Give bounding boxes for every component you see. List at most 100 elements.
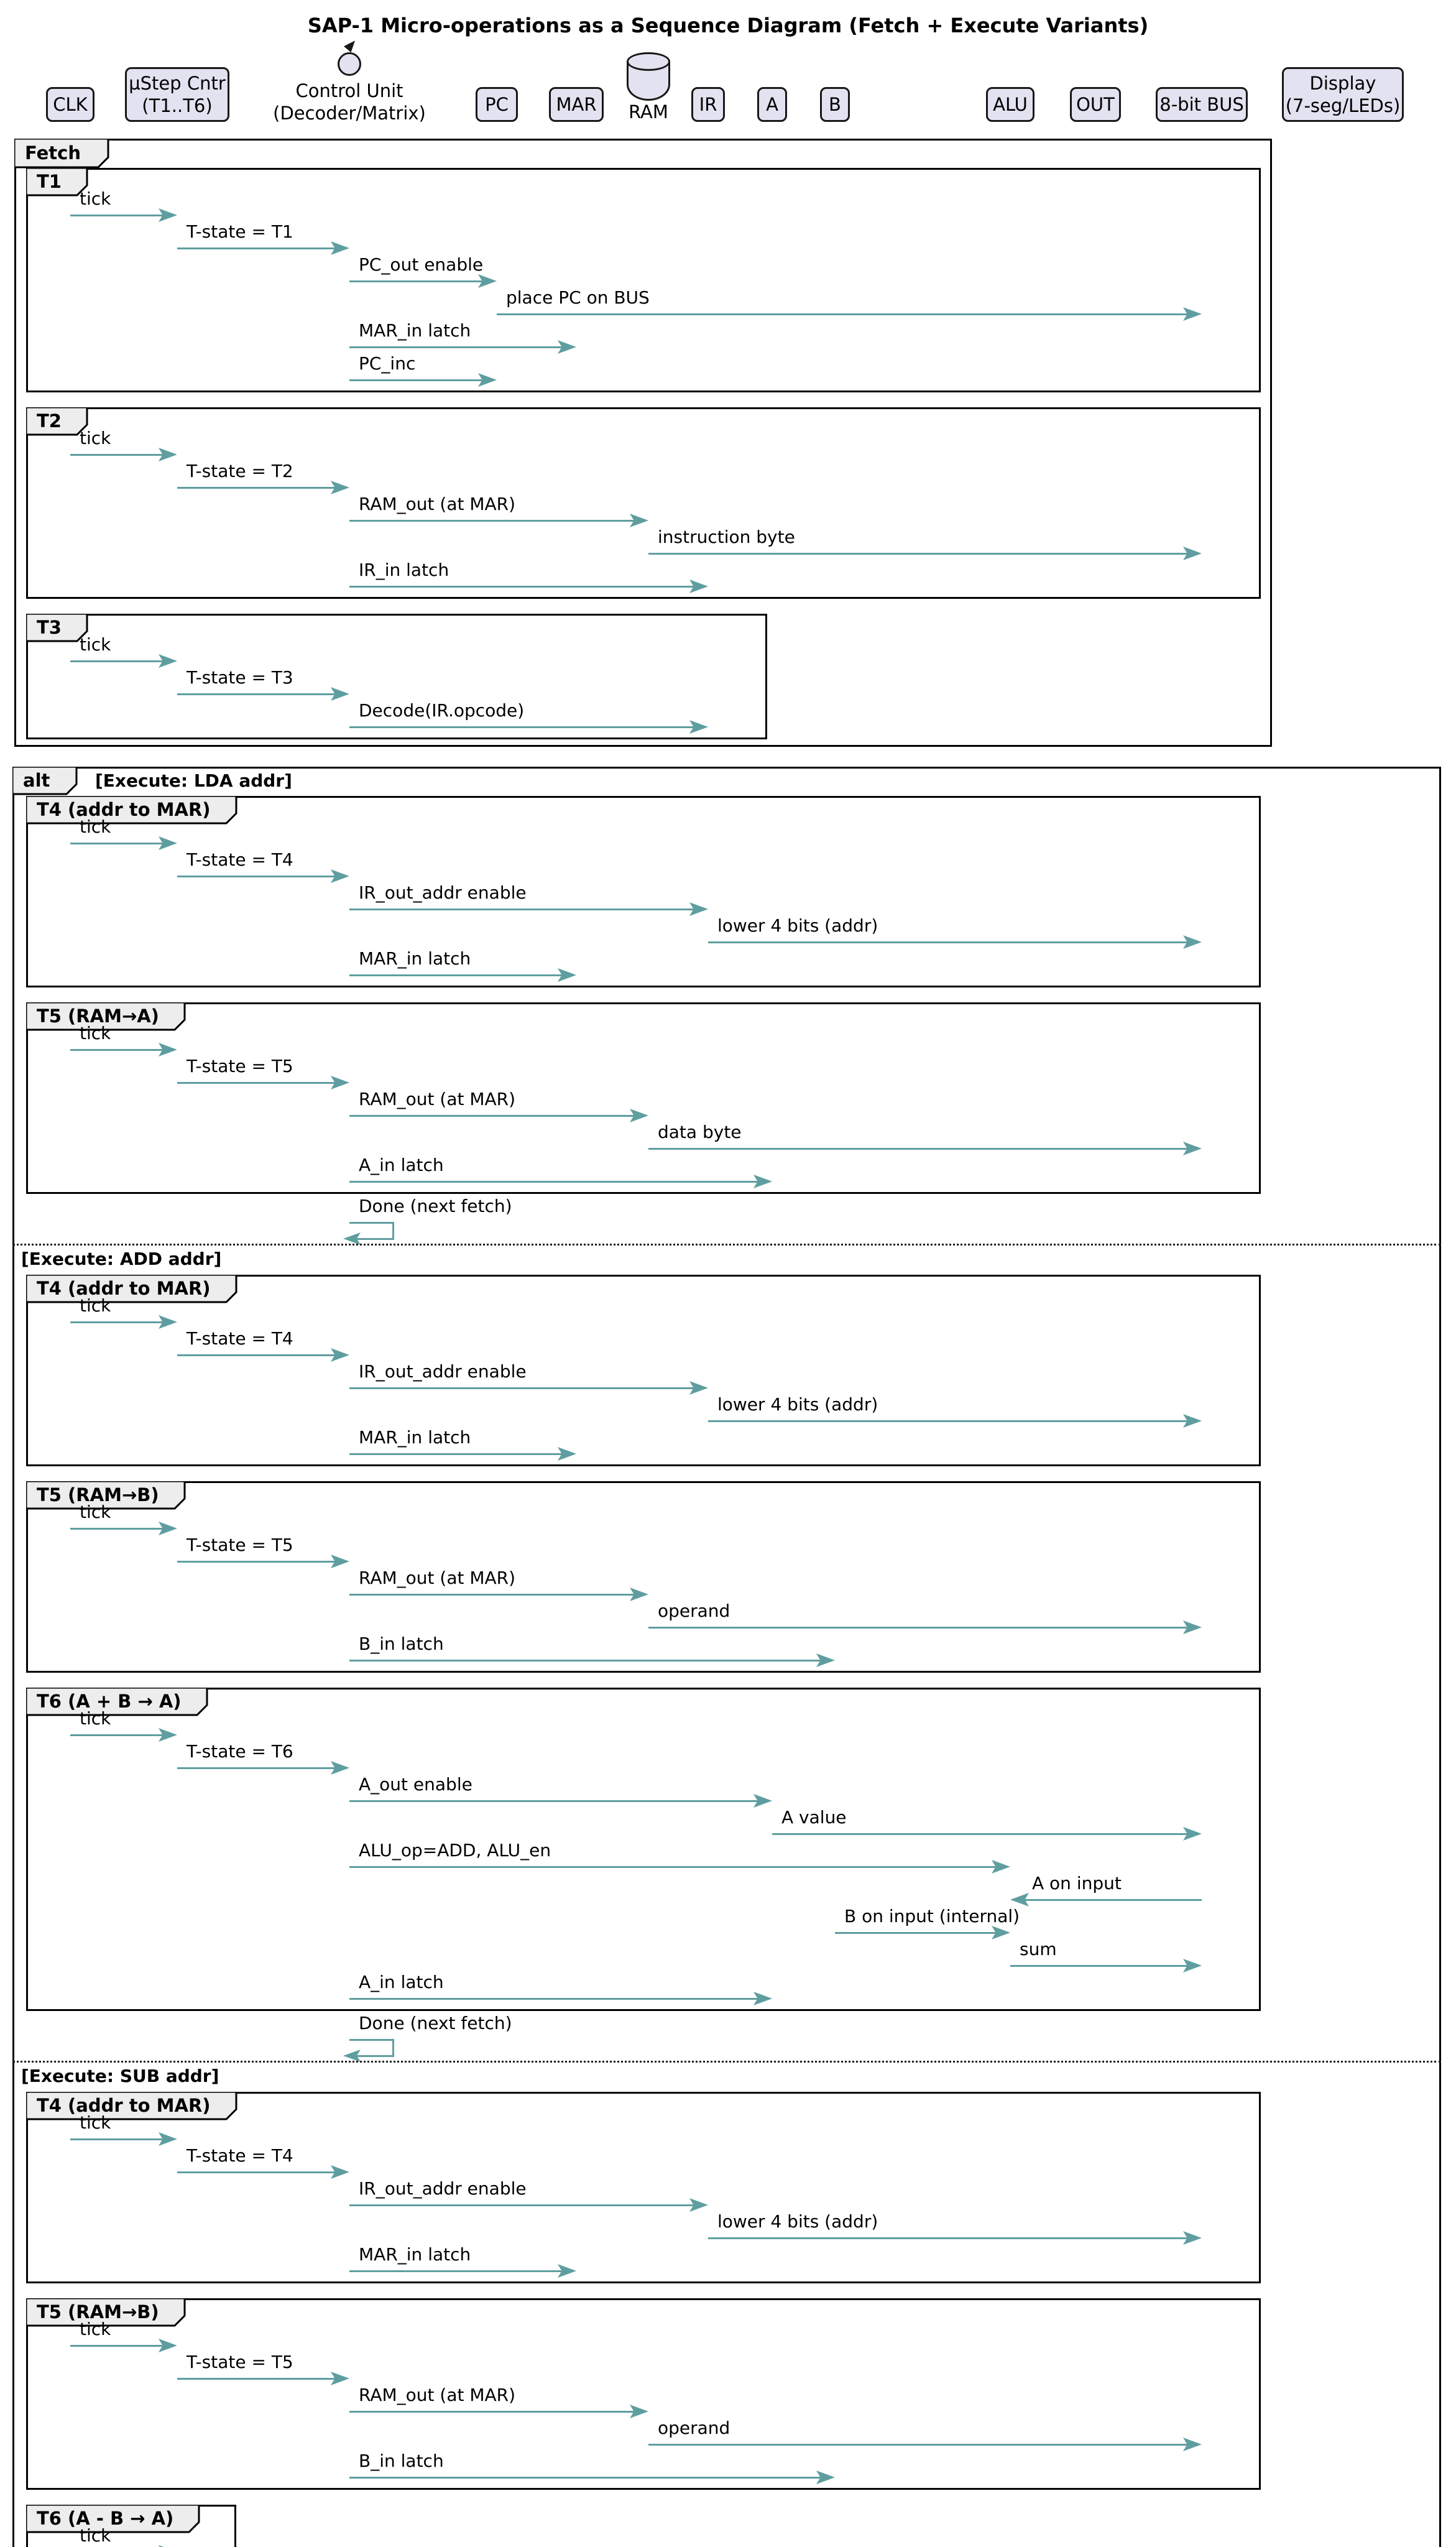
group-tab xyxy=(26,1481,186,1510)
participant-box-ustep: µStep Cntr (T1..T6) xyxy=(125,67,229,122)
group-box xyxy=(26,1002,1261,1194)
message-label: RAM_out (at MAR) xyxy=(359,1568,516,1588)
group-tab xyxy=(26,614,88,642)
message-label: MAR_in latch xyxy=(359,948,471,969)
message-label: place PC on BUS xyxy=(506,287,650,308)
group-tab xyxy=(26,2092,237,2120)
alt-condition-label: [Execute: ADD addr] xyxy=(21,1249,222,1269)
frame-fetch-label: Fetch xyxy=(25,142,81,164)
message-label: tick xyxy=(80,634,111,655)
alt-divider xyxy=(12,1244,1441,1246)
self-message-loop xyxy=(349,2039,394,2041)
message-label: T-state = T4 xyxy=(187,2145,293,2166)
message-label: PC_inc xyxy=(359,353,416,374)
message-line xyxy=(177,1561,344,1563)
frame-alt-tab xyxy=(12,767,78,795)
ram-cylinder-top-icon xyxy=(627,52,670,71)
message-line xyxy=(349,346,571,348)
self-message-label: Done (next fetch) xyxy=(359,1196,512,1216)
message-label: PC_out enable xyxy=(359,254,484,275)
message-line xyxy=(349,1998,767,2000)
self-message-loop xyxy=(392,2039,394,2056)
message-label: MAR_in latch xyxy=(359,320,471,341)
control-unit-icon xyxy=(338,52,361,76)
message-line xyxy=(70,2138,172,2140)
group-box xyxy=(26,1275,1261,1466)
group-label: T1 xyxy=(37,171,62,192)
participant-box-alu: ALU xyxy=(986,87,1034,122)
message-label: B on input (internal) xyxy=(844,1906,1020,1926)
message-label: A on input xyxy=(1032,1873,1122,1893)
message-label: RAM_out (at MAR) xyxy=(359,1089,516,1109)
group-label: T3 xyxy=(37,617,62,638)
message-label: tick xyxy=(80,1502,111,1522)
group-label: T2 xyxy=(37,410,62,432)
message-label: RAM_out (at MAR) xyxy=(359,2385,516,2405)
message-line xyxy=(70,2345,172,2347)
group-label: T4 (addr to MAR) xyxy=(37,799,211,820)
message-label: Decode(IR.opcode) xyxy=(359,700,525,721)
message-line xyxy=(349,2204,703,2206)
participant-box-clk: CLK xyxy=(46,87,94,122)
group-box xyxy=(26,168,1261,392)
message-line xyxy=(349,520,643,522)
message-label: T-state = T2 xyxy=(187,461,293,481)
message-label: operand xyxy=(658,1601,730,1621)
message-line xyxy=(177,2378,344,2380)
message-label: IR_out_addr enable xyxy=(359,1361,527,1382)
message-label: A_out enable xyxy=(359,1774,472,1795)
message-line xyxy=(70,660,172,662)
message-line xyxy=(349,586,703,588)
message-line xyxy=(70,454,172,456)
message-label: tick xyxy=(80,2112,111,2133)
self-message-loop xyxy=(349,1222,394,1224)
self-message-loop xyxy=(392,1222,394,1239)
message-label: tick xyxy=(80,816,111,837)
message-line xyxy=(349,1660,830,1662)
participant-box-bus: 8-bit BUS xyxy=(1156,87,1248,122)
message-label: B_in latch xyxy=(359,1634,444,1654)
message-label: data byte xyxy=(658,1122,742,1142)
message-label: RAM_out (at MAR) xyxy=(359,494,516,514)
group-tab xyxy=(26,407,88,436)
group-tab xyxy=(26,2505,200,2533)
group-tab xyxy=(26,2298,186,2327)
self-message-loop xyxy=(353,1238,394,1240)
message-label: T-state = T6 xyxy=(187,1741,293,1762)
participant-box-pc: PC xyxy=(476,87,518,122)
group-label: T5 (RAM→B) xyxy=(37,1484,159,1505)
group-box xyxy=(26,1481,1261,1673)
group-box xyxy=(26,2298,1261,2490)
message-line xyxy=(648,1148,1197,1150)
group-tab xyxy=(26,168,88,196)
group-tab xyxy=(26,1275,237,1303)
message-line xyxy=(708,941,1197,943)
message-label: lower 4 bits (addr) xyxy=(717,2211,878,2232)
message-label: instruction byte xyxy=(658,527,795,547)
message-line xyxy=(349,908,703,910)
message-line xyxy=(177,693,344,695)
participant-box-a: A xyxy=(757,87,787,122)
message-label: T-state = T3 xyxy=(187,667,293,688)
message-line xyxy=(648,2444,1197,2446)
message-label: MAR_in latch xyxy=(359,1427,471,1448)
message-line xyxy=(177,2171,344,2173)
group-label: T4 (addr to MAR) xyxy=(37,2095,211,2116)
message-line xyxy=(177,1082,344,1084)
participant-box-ir: IR xyxy=(691,87,725,122)
message-label: T-state = T4 xyxy=(187,1328,293,1349)
message-label: lower 4 bits (addr) xyxy=(717,1394,878,1415)
group-box xyxy=(26,796,1261,987)
frame-fetch xyxy=(14,139,1272,747)
message-line xyxy=(349,2411,643,2413)
message-line xyxy=(349,1866,1005,1868)
message-line xyxy=(349,1800,767,1802)
participant-box-disp: Display (7-seg/LEDs) xyxy=(1282,67,1404,122)
message-label: IR_out_addr enable xyxy=(359,2178,527,2199)
frame-alt-label: alt xyxy=(23,770,50,791)
message-line xyxy=(835,1932,1005,1934)
message-label: tick xyxy=(80,428,111,448)
message-line xyxy=(177,876,344,877)
message-label: MAR_in latch xyxy=(359,2244,471,2265)
group-box xyxy=(26,2092,1261,2283)
